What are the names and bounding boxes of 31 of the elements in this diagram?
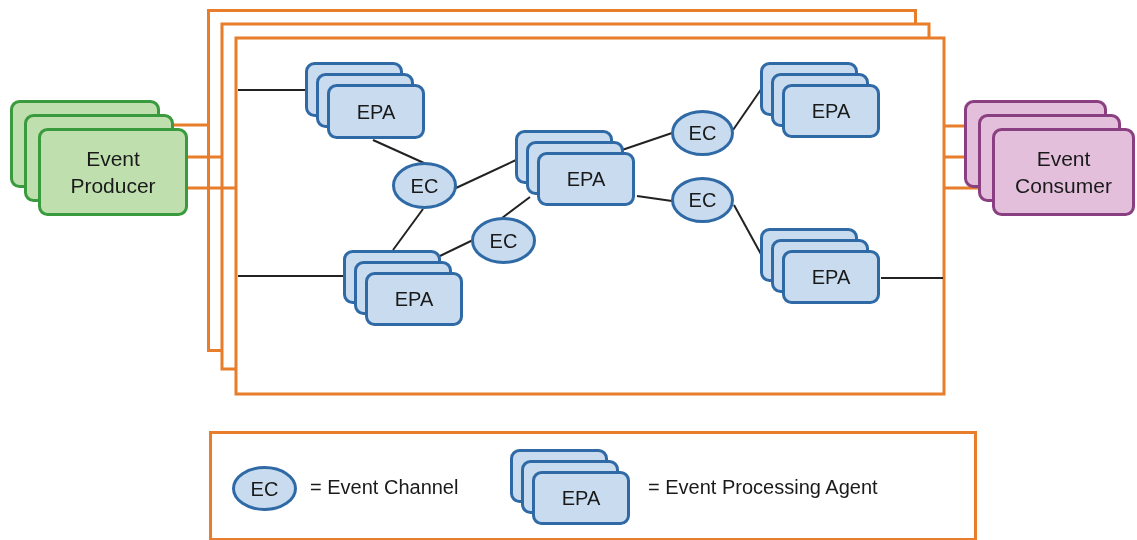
node-label: EC [688,188,717,213]
link-line [880,277,944,279]
connector-line [188,155,222,159]
node-label: EC [489,228,518,254]
link-line [501,196,531,219]
link-line [237,89,306,91]
node-label: EPA [394,287,434,312]
link-line [237,275,344,277]
node-label: EPA [356,99,396,125]
node-label: EPA [811,99,851,124]
node-label: EC [250,476,279,502]
connector-line [945,124,966,128]
link-line [392,208,424,251]
node-label: EC [410,173,439,199]
legend-text: = Event Processing Agent [648,476,878,499]
connector-line [188,186,236,190]
node-label: EPA [811,265,851,290]
link-line [455,159,517,189]
link-line [636,195,673,202]
node-label: EPA [561,486,601,511]
link-line [732,87,763,131]
node-label: EPA [566,167,606,192]
link-line [733,204,763,257]
link-line [372,139,425,164]
node-label: EC [688,121,717,146]
link-line [439,239,474,257]
link-line [621,132,673,151]
connector-line [173,123,208,127]
legend-text: = Event Channel [310,476,459,499]
node-label: Event Producer [69,145,157,199]
node-label: Event Consumer [1014,145,1113,199]
